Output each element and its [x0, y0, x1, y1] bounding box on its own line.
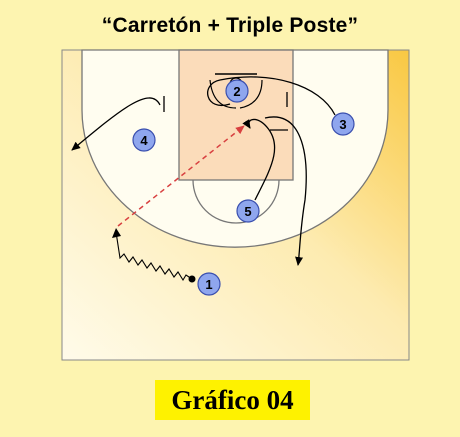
paint-lane	[178, 49, 294, 181]
dribble-player-1	[115, 231, 193, 282]
player-3-label: 3	[339, 117, 346, 132]
player-2-label: 2	[233, 84, 240, 99]
screen-arc-2b	[239, 79, 263, 109]
ball	[188, 275, 196, 283]
player-5: 5	[236, 199, 260, 223]
dribble-arrowhead	[112, 228, 121, 238]
player-1: 1	[197, 272, 221, 296]
player-4-label: 4	[140, 133, 148, 148]
player-3: 3	[331, 112, 355, 136]
player-5-label: 5	[244, 204, 251, 219]
player-2: 2	[225, 79, 249, 103]
cut-lane-right	[264, 116, 307, 266]
player-1-label: 1	[205, 277, 212, 292]
cut-player-5	[242, 118, 276, 201]
player-4: 4	[132, 128, 156, 152]
caption-highlight: Gráfico 04	[155, 380, 310, 420]
cut-player-4	[71, 97, 161, 151]
free-throw-circle	[192, 179, 280, 224]
cut-player-3	[207, 76, 336, 116]
diagram-caption: Gráfico 04	[171, 384, 294, 415]
diagram-title: “Carretón + Triple Poste”	[101, 14, 359, 37]
